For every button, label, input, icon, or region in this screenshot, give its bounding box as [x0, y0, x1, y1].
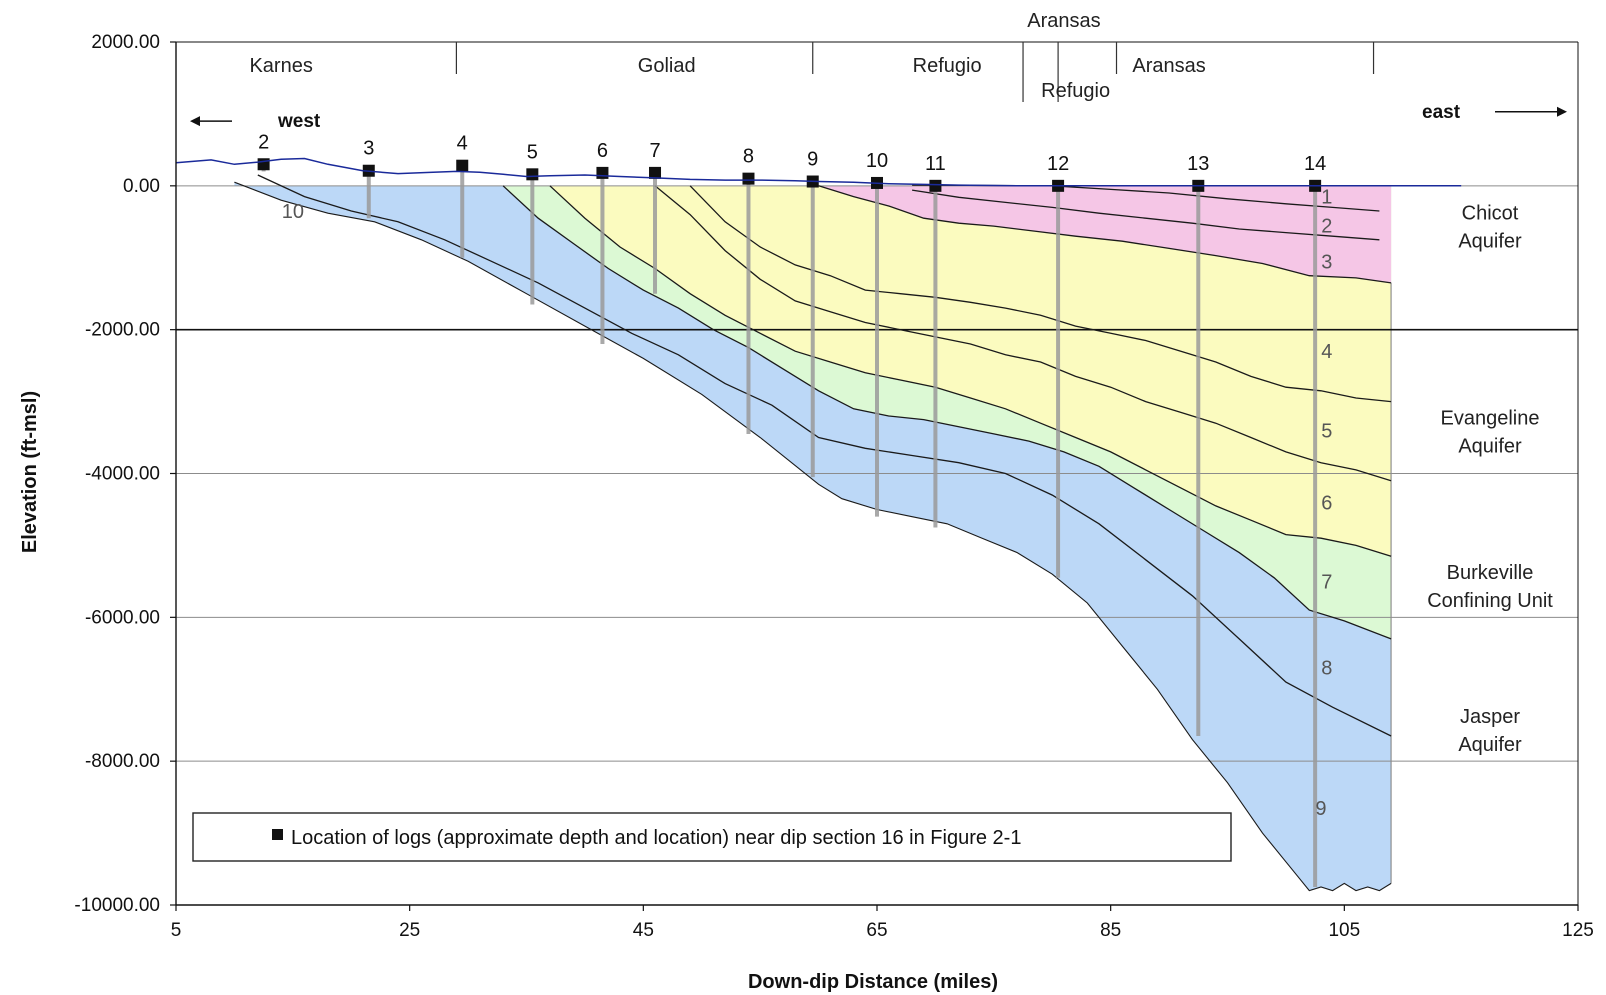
county-label-3: Aransas [1132, 55, 1205, 77]
chicot-band [818, 185, 1392, 283]
y-tick-label-4: -6000.00 [85, 607, 160, 628]
y-tick-label-3: -4000.00 [85, 464, 160, 485]
log-label-5: 5 [527, 141, 538, 163]
county-label-0: Karnes [249, 55, 312, 77]
x-tick-label-3: 65 [866, 920, 887, 941]
legend-marker [272, 829, 283, 840]
log-markers: 2 3 4 5 6 7 8 9 10 11 12 13 14 [257, 131, 1326, 888]
layer-label-3: 3 [1321, 251, 1332, 273]
layer-label-7: 7 [1321, 571, 1332, 593]
horizon-line-2 [912, 189, 1380, 241]
county-label-5: Refugio [1041, 80, 1110, 102]
horizon-line-3 [818, 185, 1392, 284]
log-label-8: 8 [743, 146, 754, 168]
aquifer-fills [234, 182, 1392, 891]
evangeline-band [549, 185, 1392, 557]
log-marker-7 [649, 166, 662, 179]
log-marker-11 [929, 179, 942, 192]
y-tick-label-0: 2000.00 [91, 32, 160, 53]
aquifer-label-3-line1: Jasper [1460, 706, 1520, 728]
log-label-12: 12 [1047, 153, 1069, 175]
x-tick-label-0: 5 [171, 920, 182, 941]
ground-surface [175, 157, 1462, 187]
log-marker-6 [596, 166, 609, 179]
layer-label-1: 1 [1321, 187, 1332, 209]
log-label-11: 11 [925, 153, 946, 175]
layer-label-9: 9 [1315, 798, 1326, 820]
aquifer-label-0-line2: Aquifer [1458, 230, 1522, 252]
y-tick-label-1: 0.00 [123, 176, 160, 197]
x-tick-label-5: 105 [1328, 920, 1360, 941]
log-marker-2 [257, 158, 270, 171]
horizon-line-8 [257, 174, 1392, 737]
west-label: west [277, 111, 321, 132]
log-label-9: 9 [807, 149, 818, 171]
layer-label-4: 4 [1321, 341, 1332, 363]
west-arrow-head [190, 116, 200, 127]
legend-text: Location of logs (approximate depth and … [291, 827, 1021, 849]
log-label-6: 6 [597, 140, 608, 162]
layer-label-6: 6 [1321, 492, 1332, 514]
layer-label-8: 8 [1321, 658, 1332, 680]
east-label: east [1422, 102, 1461, 123]
y-tick-label-6: -10000.00 [74, 895, 160, 916]
horizon-line-4 [689, 185, 1392, 403]
x-tick-label-2: 45 [633, 920, 654, 941]
y-tick-label-5: -8000.00 [85, 751, 160, 772]
log-label-7: 7 [649, 140, 660, 162]
horizon-line-5 [654, 185, 1392, 482]
aquifer-label-3-line2: Aquifer [1458, 734, 1522, 756]
surface-line [175, 157, 1462, 187]
log-marker-5 [526, 168, 539, 181]
x-axis-title: Down-dip Distance (miles) [748, 971, 998, 993]
layer-label-10: 10 [282, 201, 304, 223]
y-tick-label-2: -2000.00 [85, 320, 160, 341]
log-label-2: 2 [258, 131, 269, 153]
aquifer-label-0-line1: Chicot [1462, 202, 1519, 224]
layer-label-2: 2 [1321, 215, 1332, 237]
county-label-4: Aransas [1027, 10, 1100, 32]
county-label-2: Refugio [913, 55, 982, 77]
log-marker-4 [456, 159, 469, 172]
horizon-line-7 [502, 185, 1392, 640]
log-label-14: 14 [1304, 153, 1326, 175]
layer-label-5: 5 [1321, 420, 1332, 442]
east-arrow-head [1557, 106, 1567, 117]
x-tick-label-6: 125 [1562, 920, 1594, 941]
aquifer-label-2-line2: Confining Unit [1427, 590, 1553, 612]
log-label-3: 3 [363, 138, 374, 160]
log-label-10: 10 [866, 150, 888, 172]
log-marker-8 [742, 172, 755, 185]
aquifer-label-1-line1: Evangeline [1441, 407, 1540, 429]
county-label-1: Goliad [638, 55, 696, 77]
legend: Location of logs (approximate depth and … [192, 812, 1232, 862]
aquifer-label-2-line1: Burkeville [1447, 562, 1534, 584]
x-tick-label-4: 85 [1100, 920, 1121, 941]
bottom-boundary-line [234, 181, 1392, 892]
log-label-4: 4 [457, 133, 468, 155]
log-label-13: 13 [1187, 153, 1209, 175]
x-tick-label-1: 25 [399, 920, 420, 941]
y-axis-title: Elevation (ft-msl) [19, 391, 41, 553]
legend-box [192, 812, 1232, 862]
horizon-line-6 [549, 185, 1392, 557]
axes: 2000.00 0.00 -2000.00 -4000.00 -6000.00 -8000… [74, 32, 1593, 941]
aquifer-label-1-line2: Aquifer [1458, 435, 1522, 457]
